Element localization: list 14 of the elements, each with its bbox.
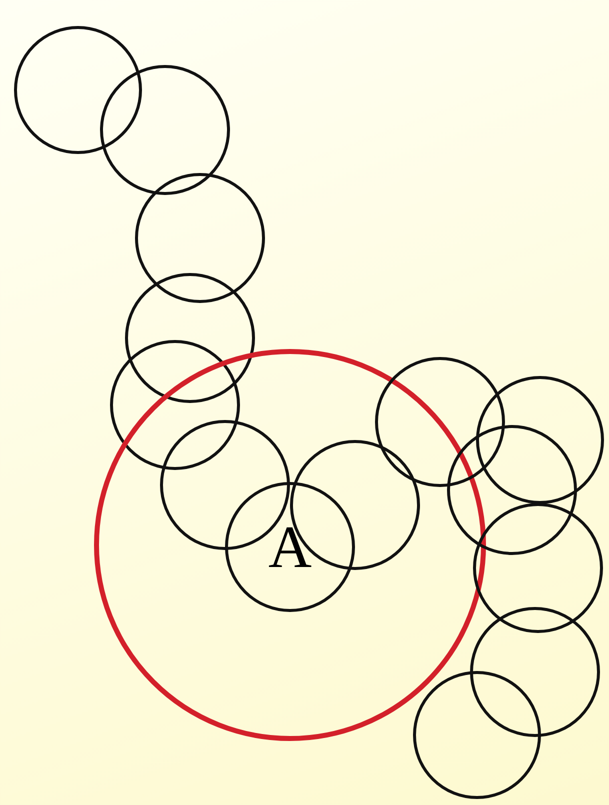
bead-circle: [413, 671, 541, 799]
bead-circle: [14, 26, 142, 154]
bead-circle: [375, 357, 505, 487]
bead-circle: [225, 482, 355, 612]
bead-circle: [470, 607, 600, 737]
bead-circle: [125, 273, 255, 403]
node-label: A: [268, 517, 312, 577]
bead-circle: [110, 340, 240, 470]
bead-circle: [135, 173, 265, 303]
bead-circle: [476, 376, 604, 504]
bead-circle: [100, 65, 230, 195]
bead-circle: [473, 503, 603, 633]
cutoff-circle: [94, 349, 486, 741]
bead-circle: [447, 425, 577, 555]
